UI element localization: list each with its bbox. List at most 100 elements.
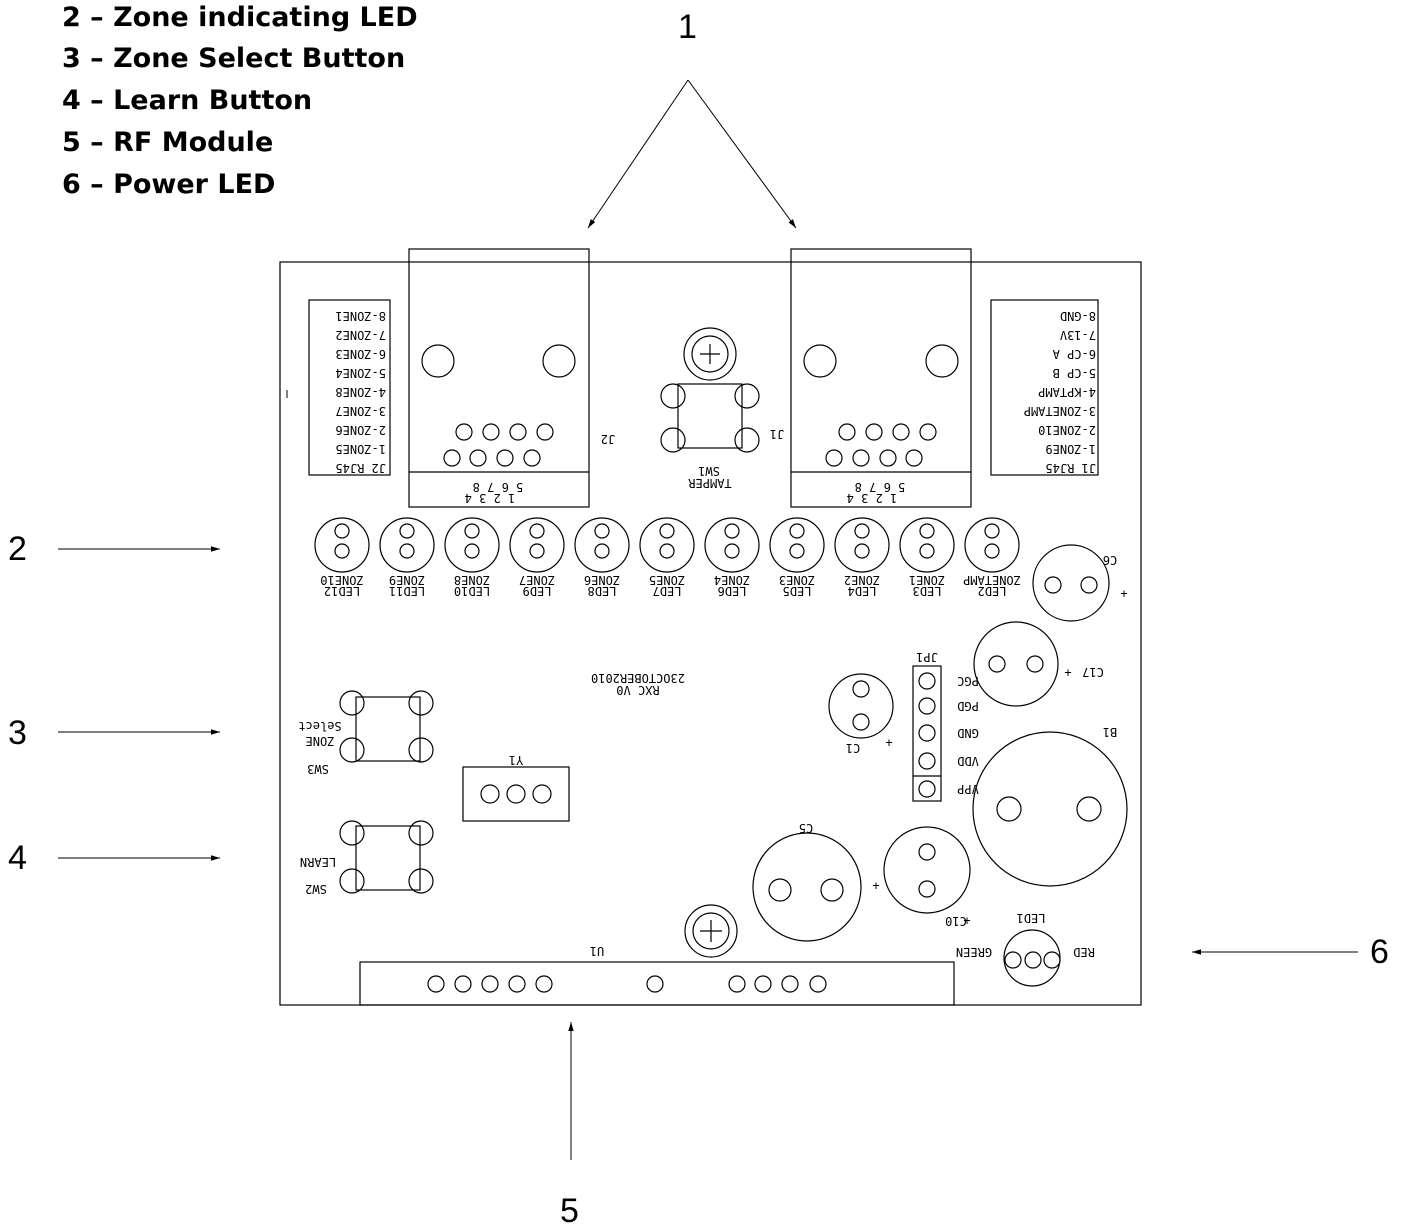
led-zone-label: ZONE8 (454, 573, 490, 587)
c1-label: C1 (846, 741, 860, 755)
led-ref-label: LED11 (389, 584, 425, 598)
led-zone-label: ZONE4 (714, 573, 750, 587)
led-zone-label: ZONE7 (519, 573, 555, 587)
j2-table-row: 2-ZONE6 (335, 423, 386, 437)
callout-4: 4 (8, 839, 27, 877)
led-body (509, 517, 565, 573)
crystal-y1: Y1 (462, 753, 570, 822)
led-zone-label: ZONE10 (320, 573, 363, 587)
led-pad (529, 543, 545, 559)
c17-label: C17 (1082, 665, 1104, 679)
revision-label: RXC V0 (616, 683, 659, 697)
zone-led-row: ZONE10LED12ZONE9LED11ZONE8LED10ZONE7LED9… (314, 517, 1021, 598)
c10-plus: + (963, 914, 970, 928)
led-ref-label: LED12 (324, 584, 360, 598)
mounting-screw-icon (684, 904, 738, 958)
u1-label: U1 (590, 944, 604, 958)
led-pad (854, 523, 870, 539)
led-zone-label: ZONETAMP (963, 573, 1021, 587)
led-ref-label: LED9 (523, 584, 552, 598)
led-pad (334, 523, 350, 539)
jp1-pin-vdd: VDD (957, 754, 979, 768)
zone-label: ZONE (306, 734, 335, 748)
led-zone-label: ZONE5 (649, 573, 685, 587)
led-zone-label: ZONE6 (584, 573, 620, 587)
j1-table-row: 3-ZONETAMP (1024, 404, 1096, 418)
jp1-pin-vpp: VPP (957, 782, 979, 796)
j1-table-row: 5-CP B (1053, 366, 1096, 380)
led-pad (529, 523, 545, 539)
led-ref-label: LED5 (783, 584, 812, 598)
led-body (314, 517, 370, 573)
callout-1: 1 (678, 8, 697, 46)
led-zone-label: ZONE2 (844, 573, 880, 587)
tamper-switch: SW1 TAMPER (660, 327, 760, 490)
j1-pinout-table: J1 RJ45 1-ZONE9 2-ZONE10 3-ZONETAMP 4-KP… (990, 299, 1099, 476)
capacitor-c10: C10 + (883, 826, 971, 928)
led-ref-label: LED2 (978, 584, 1007, 598)
date-label: 23OCTOBER2010 (591, 671, 685, 685)
j1-table-row: 1-ZONE9 (1045, 442, 1096, 456)
callout-5: 5 (560, 1192, 579, 1230)
tamper-label: TAMPER (688, 476, 732, 490)
capacitor-c1: + C1 (828, 673, 894, 755)
j1-table-row: J1 RJ45 (1045, 461, 1096, 475)
led-pad (984, 543, 1000, 559)
capacitor-c17: + C17 (973, 621, 1104, 707)
c1-plus: + (885, 736, 892, 750)
j2-pins-bottom: 1 2 3 4 (465, 491, 516, 505)
led-pad (594, 523, 610, 539)
led-pad (464, 543, 480, 559)
led-body (899, 517, 955, 573)
j2-table-row: 5-ZONE4 (335, 366, 386, 380)
c6-label: C6 (1103, 553, 1117, 567)
zone-select-button: Select ZONE SW3 (298, 690, 434, 776)
led-body (379, 517, 435, 573)
j1-connector: 5 6 7 8 1 2 3 4 J1 (770, 248, 972, 508)
j2-pinout-table: J2 RJ45 1-ZONE5 2-ZONE6 3-ZONE7 4-ZONE8 … (308, 299, 391, 476)
j2-table-row: 8-ZONE1 (335, 309, 386, 323)
led-pad (984, 523, 1000, 539)
led-pad (789, 523, 805, 539)
j2-table-row: 1-ZONE5 (335, 442, 386, 456)
c17-plus: + (1064, 666, 1071, 680)
j1-label: J1 (770, 427, 784, 441)
jp1-label: JP1 (916, 650, 938, 664)
c5-plus: + (872, 879, 879, 893)
legend-item-6: 6 – Power LED (62, 169, 275, 200)
callout-6: 6 (1370, 933, 1389, 971)
sw2-label: SW2 (305, 882, 327, 896)
led-zone-label: ZONE3 (779, 573, 815, 587)
led-pad (594, 543, 610, 559)
led-ref-label: LED10 (454, 584, 490, 598)
led-body (444, 517, 500, 573)
led-pad (659, 523, 675, 539)
sw1-label: SW1 (698, 464, 720, 478)
led-pad (919, 523, 935, 539)
b1-label: B1 (1103, 725, 1117, 739)
c6-plus: + (1120, 587, 1127, 601)
led-pad (789, 543, 805, 559)
green-label: GREEN (956, 945, 992, 959)
led-pad (659, 543, 675, 559)
led-body (574, 517, 630, 573)
learn-button: LEARN SW2 (300, 820, 434, 896)
led-pad (399, 543, 415, 559)
j2-label: J2 (601, 432, 615, 446)
legend-item-3: 3 – Zone Select Button (62, 43, 405, 74)
led-body (769, 517, 825, 573)
legend: 2 – Zone indicating LED 3 – Zone Select … (62, 2, 418, 200)
led-pad (854, 543, 870, 559)
led1-label: LED1 (1017, 911, 1046, 925)
callout-2: 2 (8, 530, 27, 568)
callout-3: 3 (8, 714, 27, 752)
j1-pins-top: 5 6 7 8 (855, 480, 906, 494)
